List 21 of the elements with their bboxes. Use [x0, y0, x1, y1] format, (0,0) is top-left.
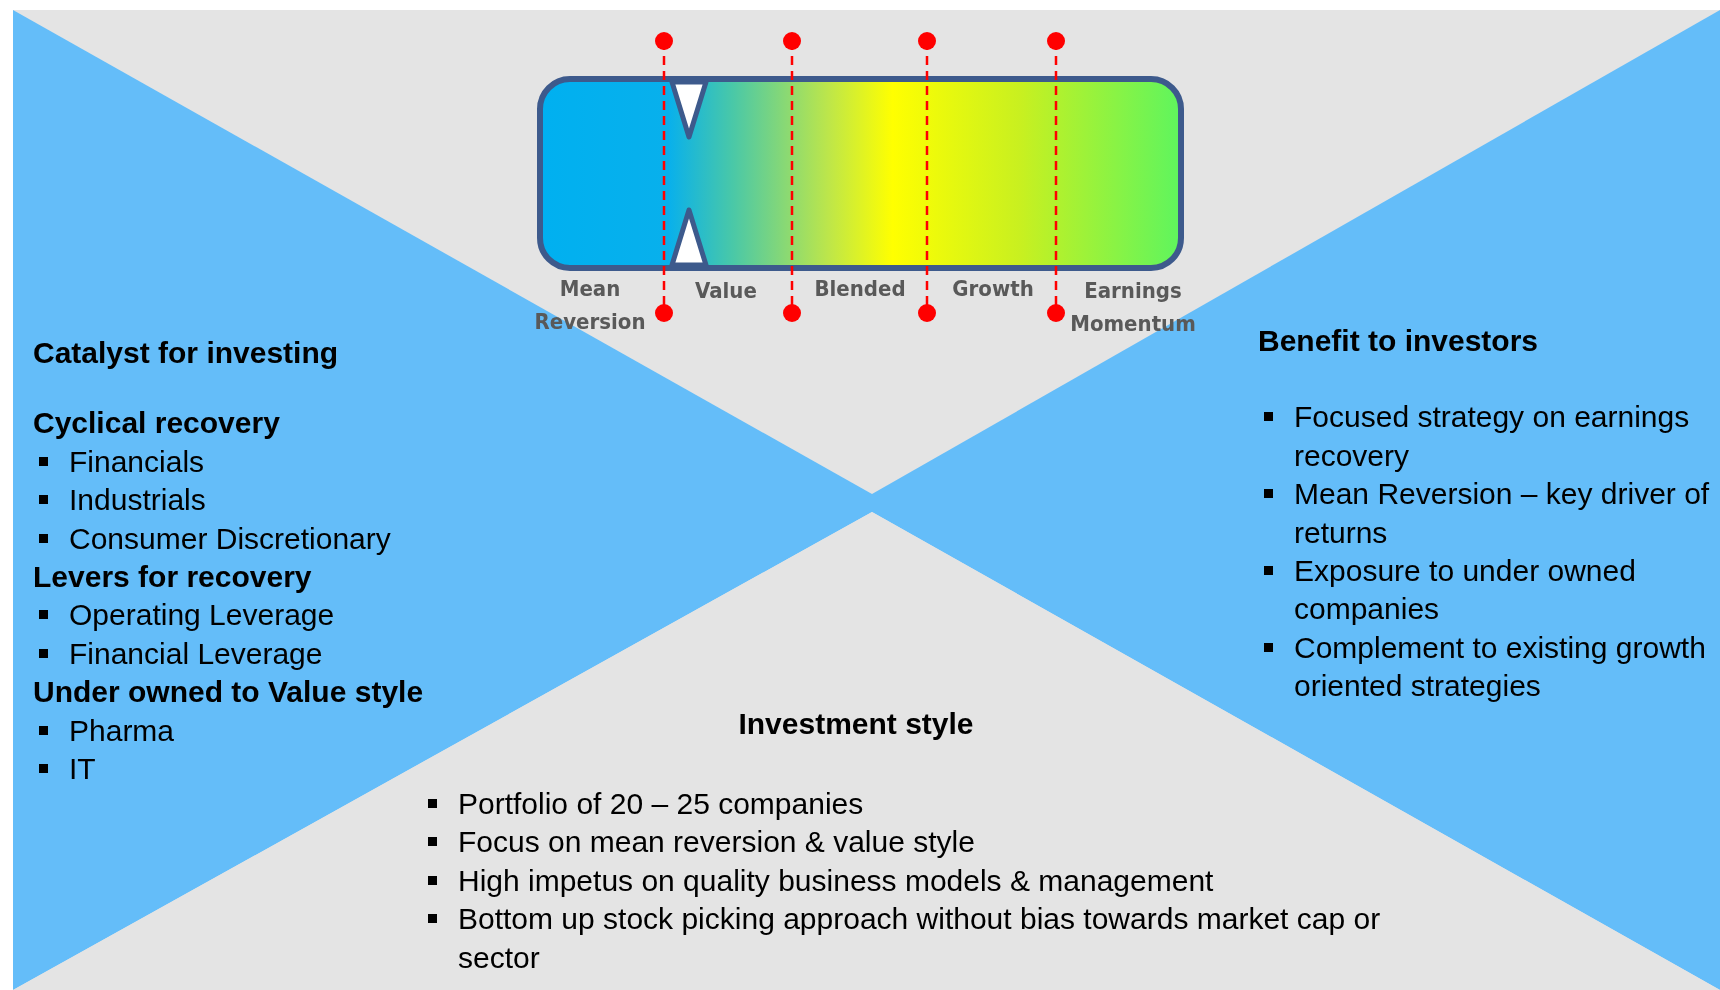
bullet-item: Operating Leverage [33, 596, 633, 635]
section-heading: Cyclical recovery [33, 405, 281, 442]
bullet-item: Mean Reversion – key driver of returns [1258, 475, 1720, 553]
bullet-item: Exposure to under owned companies [1258, 552, 1720, 629]
bullet-item: Focused strategy on earnings recovery [1258, 398, 1720, 476]
section-heading: Catalyst for investing [33, 335, 340, 371]
bullet-item: Focus on mean reversion & value style [422, 823, 1422, 862]
section-heading: Benefit to investors [1258, 323, 1540, 359]
bullet-item: Consumer Discretionary [33, 519, 633, 559]
section-heading: Investment style [737, 706, 975, 742]
bullet-item: Portfolio of 20 – 25 companies [422, 785, 1422, 824]
bullet-item: Industrials [33, 481, 633, 520]
gauge-label: Growth [952, 275, 1034, 303]
gauge-label: Blended [814, 275, 906, 303]
bullet-item: Complement to existing growth oriented strategies [1258, 628, 1720, 706]
bullet-item: Financials [33, 442, 633, 482]
gauge-label: Value [695, 277, 757, 305]
bullet-item: High impetus on quality business models & management [422, 861, 1422, 901]
bullet-item: Bottom up stock picking approach without bias towards market cap or sector [422, 900, 1422, 978]
section-heading: Levers for recovery [33, 559, 313, 596]
section-heading: Under owned to Value style [33, 674, 425, 711]
